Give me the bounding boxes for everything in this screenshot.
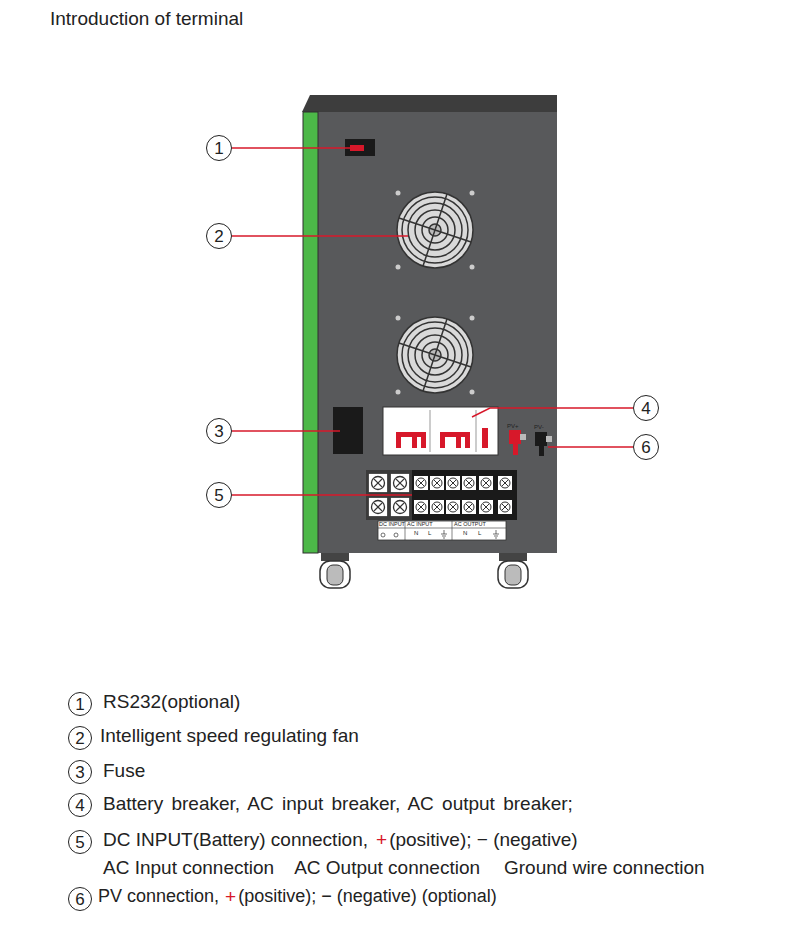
- description-text: Fuse: [103, 761, 145, 782]
- diagram-title: Introduction of terminal: [50, 9, 243, 30]
- description-text: +: [376, 830, 387, 851]
- description-text: AC Input connection: [103, 858, 274, 879]
- callout-number: 3: [75, 764, 84, 781]
- description-text: (positive); − (negative) (optional): [238, 887, 497, 907]
- callout-circle: 4: [633, 395, 659, 421]
- description-text: RS232(optional): [103, 692, 240, 713]
- description-text: Intelligent speed regulating fan: [100, 726, 359, 747]
- description-text: DC INPUT(Battery) connection,: [103, 830, 368, 851]
- callout-circle: 2: [68, 726, 92, 750]
- terminal-label: PV+: [507, 423, 519, 430]
- callout-number: 3: [214, 423, 223, 440]
- callout-circle: 6: [68, 887, 92, 911]
- description-text: PV connection,: [98, 887, 219, 907]
- callout-number: 2: [214, 228, 223, 245]
- terminal-label: AC INPUT: [407, 521, 433, 527]
- callout-number: 1: [214, 140, 223, 157]
- callout-number: 5: [75, 834, 84, 851]
- terminal-label: N: [463, 530, 467, 537]
- callout-number: 6: [641, 439, 650, 456]
- callout-circle: 5: [206, 482, 232, 508]
- terminal-label: N: [414, 530, 418, 537]
- terminal-label: L: [428, 530, 431, 537]
- description-text: Ground wire connection: [504, 858, 705, 879]
- terminal-label: L: [478, 530, 481, 537]
- callout-number: 2: [75, 730, 84, 747]
- callout-number: 1: [75, 696, 84, 713]
- callout-circle: 5: [68, 830, 92, 854]
- callout-circle: 3: [206, 418, 232, 444]
- terminal-label: DC INPUT: [379, 521, 405, 527]
- callout-circle: 3: [68, 760, 92, 784]
- terminal-label: AC OUTPUT: [454, 521, 486, 527]
- callout-circle: 1: [206, 135, 232, 161]
- callout-number: 5: [214, 487, 223, 504]
- description-text: AC Output connection: [294, 858, 480, 879]
- callout-number: 6: [75, 891, 84, 908]
- callout-circle: 1: [68, 692, 92, 716]
- callout-circle: 4: [68, 793, 92, 817]
- description-text: Battery breaker, AC input breaker, AC ou…: [103, 794, 573, 815]
- callout-number: 4: [641, 400, 650, 417]
- callout-circle: 2: [206, 223, 232, 249]
- callout-circle: 6: [633, 434, 659, 460]
- terminal-label: PV-: [534, 424, 544, 431]
- callout-number: 4: [75, 797, 84, 814]
- description-text: +: [225, 887, 236, 908]
- description-text: (positive); − (negative): [389, 830, 578, 851]
